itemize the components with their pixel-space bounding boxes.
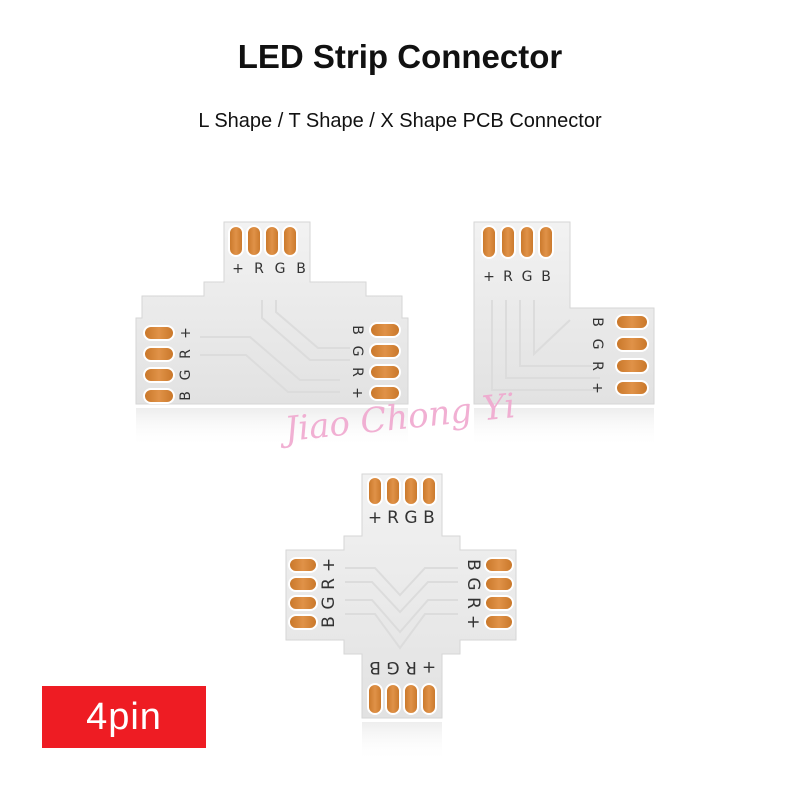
l-top-label-b: B bbox=[541, 269, 551, 285]
l-shape-top-pads bbox=[481, 225, 554, 259]
x-bottom-label-plus: + bbox=[422, 657, 436, 677]
x-top-label-plus: + bbox=[368, 508, 382, 528]
x-right-label-plus: + bbox=[463, 615, 483, 629]
t-shape-top-pads bbox=[228, 225, 298, 257]
t-top-label-g: G bbox=[275, 261, 286, 277]
l-shape-right-pads bbox=[615, 314, 649, 396]
page-subtitle: L Shape / T Shape / X Shape PCB Connecto… bbox=[198, 110, 602, 132]
l-shape-connector: + R G B B G R + bbox=[473, 221, 655, 448]
l-top-label-r: R bbox=[503, 269, 513, 285]
t-shape-connector: + R G B + R G B B G R + bbox=[135, 221, 409, 448]
t-top-label-r: R bbox=[254, 261, 264, 277]
x-top-label-r: R bbox=[387, 508, 399, 528]
x-shape-left-pads bbox=[288, 557, 318, 630]
l-right-label-g: G bbox=[589, 339, 605, 350]
t-left-label-plus: + bbox=[178, 327, 194, 339]
l-shape-reflection bbox=[474, 408, 654, 448]
x-left-label-g: G bbox=[319, 596, 339, 609]
page-title: LED Strip Connector bbox=[237, 38, 563, 75]
t-shape-traces bbox=[200, 300, 350, 393]
x-bottom-label-r: R bbox=[405, 657, 417, 677]
x-right-label-r: R bbox=[463, 597, 483, 609]
x-top-label-b: B bbox=[423, 508, 435, 528]
x-top-label-g: G bbox=[404, 508, 417, 528]
l-right-label-r: R bbox=[589, 361, 605, 371]
t-shape-board bbox=[135, 221, 409, 405]
t-left-label-g: G bbox=[178, 370, 194, 381]
x-shape-connector: + R G B + R G B B G R + bbox=[285, 473, 517, 762]
t-right-label-plus: + bbox=[349, 387, 365, 399]
t-top-label-b: B bbox=[296, 261, 306, 277]
x-shape-traces bbox=[345, 567, 458, 650]
t-left-label-r: R bbox=[178, 349, 194, 359]
x-shape-reflection bbox=[362, 722, 442, 762]
x-shape-top-pads bbox=[367, 476, 437, 506]
t-top-label-plus: + bbox=[232, 261, 244, 277]
t-shape-right-pads bbox=[369, 322, 401, 401]
x-shape-board bbox=[285, 473, 517, 719]
x-right-label-g: G bbox=[463, 577, 483, 590]
t-shape-left-pads bbox=[143, 325, 175, 404]
x-bottom-label-g: G bbox=[386, 657, 399, 677]
l-shape-traces bbox=[491, 300, 600, 391]
t-right-label-r: R bbox=[349, 367, 365, 377]
x-shape-bottom-pads bbox=[367, 683, 437, 715]
x-shape-right-pads bbox=[484, 557, 514, 630]
l-right-label-plus: + bbox=[589, 382, 605, 394]
x-left-label-plus: + bbox=[319, 558, 339, 572]
t-right-label-g: G bbox=[349, 346, 365, 357]
l-right-label-b: B bbox=[589, 317, 605, 327]
x-left-label-b: B bbox=[319, 616, 339, 628]
t-right-label-b: B bbox=[349, 325, 365, 335]
pin-count-badge: 4pin bbox=[42, 686, 206, 748]
x-bottom-label-b: B bbox=[369, 657, 381, 677]
t-left-label-b: B bbox=[178, 391, 194, 401]
l-top-label-g: G bbox=[522, 269, 533, 285]
t-shape-reflection bbox=[136, 408, 408, 448]
l-top-label-plus: + bbox=[483, 269, 495, 285]
x-right-label-b: B bbox=[463, 559, 483, 571]
x-left-label-r: R bbox=[319, 578, 339, 590]
